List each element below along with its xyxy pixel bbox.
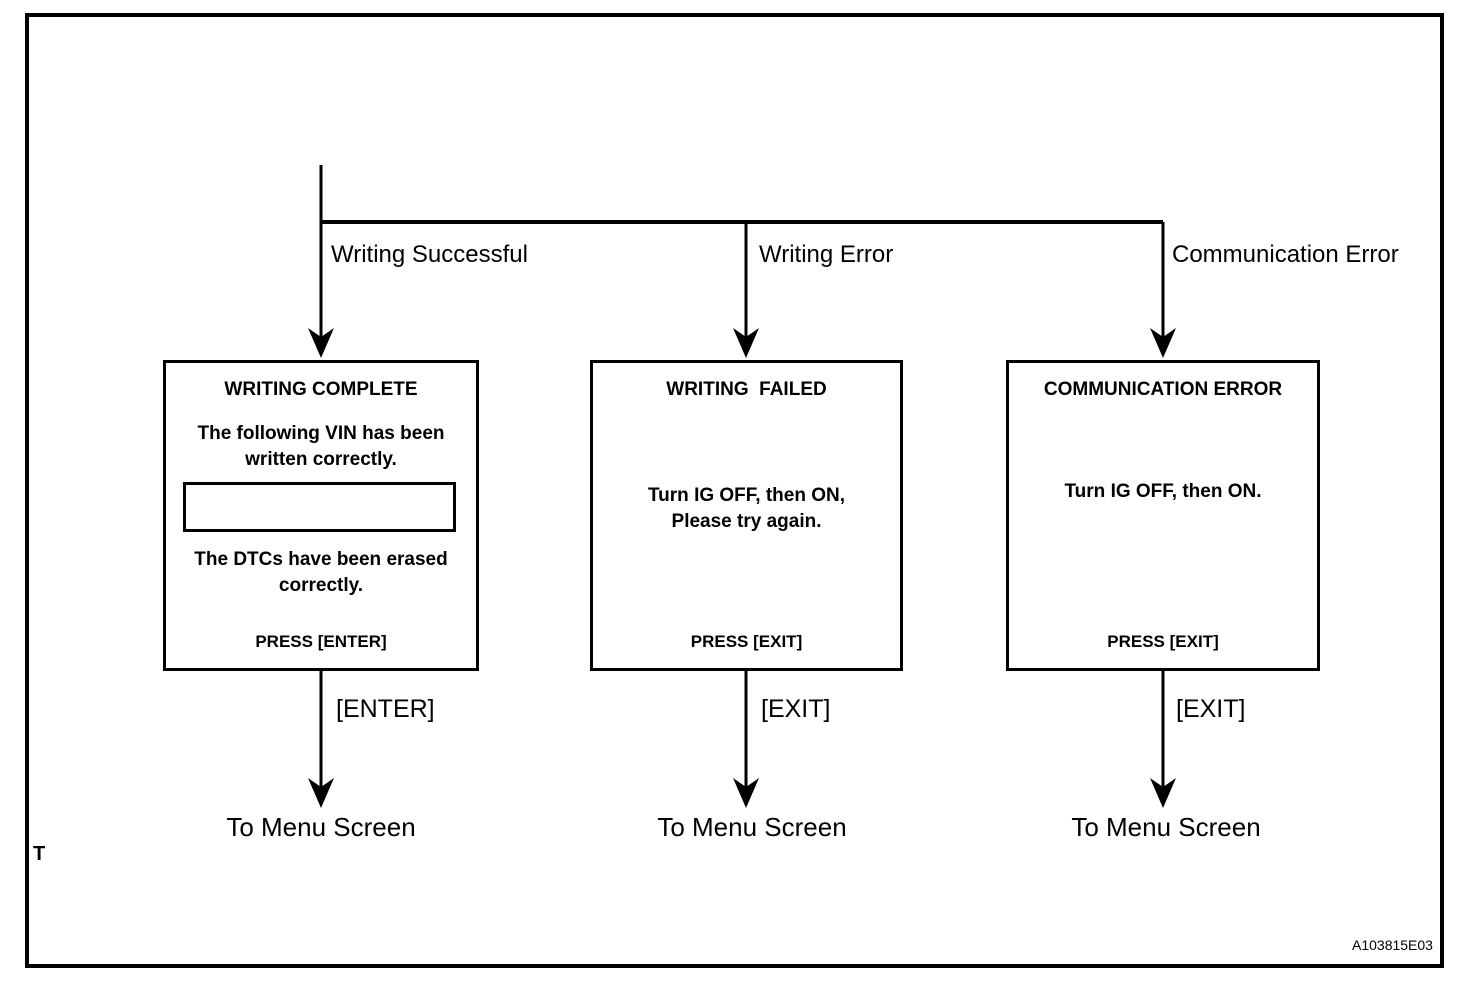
condition-label-communication-error: Communication Error <box>1172 241 1399 268</box>
dtc-message-line1: The DTCs have been erased <box>194 549 448 570</box>
press-exit-instruction: PRESS [EXIT] <box>1107 632 1219 651</box>
destination-menu-screen-1: To Menu Screen <box>226 812 416 842</box>
screen-title: WRITING COMPLETE <box>224 379 418 400</box>
screen-title: WRITING FAILED <box>666 379 827 400</box>
diagram-border <box>25 13 1444 968</box>
corner-mark: T <box>33 843 46 865</box>
press-enter-instruction: PRESS [ENTER] <box>255 632 387 651</box>
screen-communication-error: COMMUNICATION ERROR Turn IG OFF, then ON… <box>1006 360 1320 671</box>
vin-message-line1: The following VIN has been <box>197 423 445 444</box>
screen-writing-failed: WRITING FAILED Turn IG OFF, then ON, Ple… <box>590 360 903 671</box>
vin-value-field <box>183 482 456 532</box>
failed-message-line1: Turn IG OFF, then ON, <box>647 485 846 506</box>
press-exit-instruction: PRESS [EXIT] <box>690 632 803 651</box>
screen-title: COMMUNICATION ERROR <box>1043 379 1283 400</box>
figure-code: A103815E03 <box>1352 937 1433 953</box>
destination-menu-screen-2: To Menu Screen <box>657 812 847 842</box>
dtc-message-line2: correctly. <box>278 575 364 596</box>
failed-message-line2: Please try again. <box>671 511 822 532</box>
condition-label-writing-error: Writing Error <box>759 241 894 268</box>
vin-message-line2: written correctly. <box>245 449 397 470</box>
condition-label-writing-successful: Writing Successful <box>331 241 528 268</box>
destination-menu-screen-3: To Menu Screen <box>1071 812 1261 842</box>
key-label-exit-2: [EXIT] <box>1176 695 1246 723</box>
key-label-enter: [ENTER] <box>336 695 435 723</box>
screen-writing-complete: WRITING COMPLETE The following VIN has b… <box>163 360 479 671</box>
key-label-exit-1: [EXIT] <box>761 695 831 723</box>
comm-error-message-line1: Turn IG OFF, then ON. <box>1064 481 1262 502</box>
